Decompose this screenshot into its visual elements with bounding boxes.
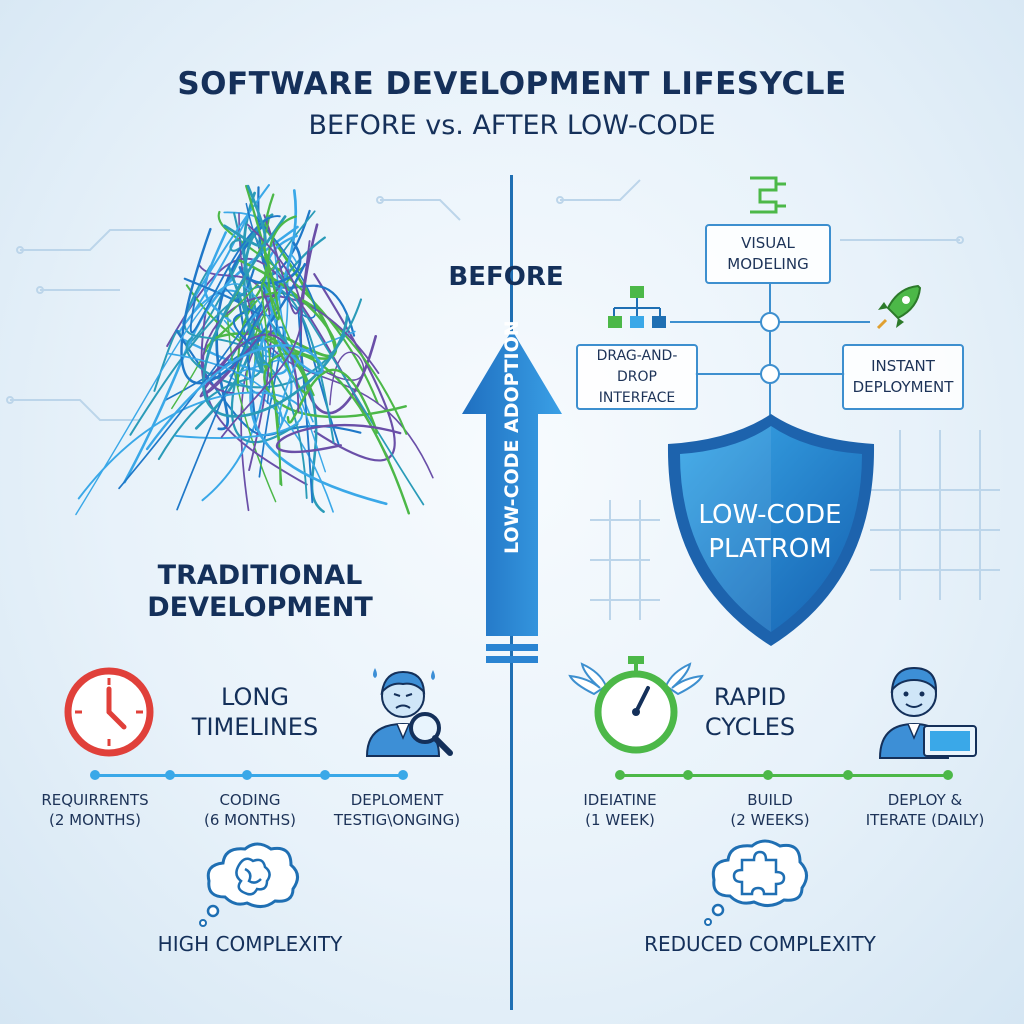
page-title: SOFTWARE DEVELOPMENT LIFESYCLE (177, 66, 847, 102)
tangle-strand (223, 184, 267, 248)
tangle-strand (248, 227, 425, 506)
tangle-strand (286, 368, 379, 434)
tangle-strand (75, 283, 327, 516)
before-label: BEFORE (448, 262, 564, 292)
tangle-strand (202, 333, 300, 413)
tangle-strand (223, 211, 314, 423)
left-timeline-dot (242, 770, 252, 780)
visual-modeling-line2: MODELING (727, 255, 809, 273)
tangle-strand (203, 231, 232, 323)
tangle-strand (238, 259, 338, 360)
timeline-step: DEPLOY & ITERATE (DAILY) (850, 790, 1000, 830)
circuit-chip-icon (750, 176, 786, 214)
timeline-step: BUILD (2 WEEKS) (710, 790, 830, 830)
reduced-complexity-label: REDUCED COMPLEXITY (644, 932, 876, 956)
rapid-cycles-line1: RAPID (713, 683, 787, 711)
timeline-step-line1: IDEIATINE (583, 791, 657, 809)
traditional-heading-line1: TRADITIONAL (157, 560, 363, 591)
brain-thought-icon (199, 842, 299, 927)
tangled-code-icon (75, 183, 434, 516)
timeline-step: DEPLOMENT TESTIG\ONGING) (322, 790, 472, 830)
tangle-strand (245, 202, 317, 319)
tangle-strand (194, 191, 256, 430)
arrow-label: LOW-CODE ADOPTION (500, 320, 524, 554)
instant-deployment-line1: INSTANT (871, 357, 935, 375)
timeline-step-line1: REQUIRRENTS (41, 791, 149, 809)
tangle-strand (263, 214, 311, 315)
timeline-step-line2: ITERATE (DAILY) (865, 811, 985, 829)
tangle-strand (275, 424, 402, 453)
drag-and-drop-line2: INTERFACE (598, 389, 676, 406)
left-timeline-dot (398, 770, 408, 780)
right-timeline-dot (843, 770, 853, 780)
developer-laptop-icon (878, 666, 977, 759)
left-timeline-dot (90, 770, 100, 780)
timeline-step-line2: (1 WEEK) (585, 811, 655, 829)
timeline-step-line1: DEPLOY & (887, 791, 963, 809)
timeline-step: CODING (6 MONTHS) (185, 790, 315, 830)
timeline-step-line2: (6 MONTHS) (204, 811, 296, 829)
instant-deployment-line2: DEPLOYMENT (852, 378, 954, 396)
timeline-step-line2: TESTIG\ONGING) (333, 811, 461, 829)
rapid-cycles-heading: RAPID CYCLES (690, 682, 810, 742)
frustrated-developer-icon (365, 668, 453, 757)
drag-and-drop-box: DRAG-AND-DROP INTERFACE (576, 344, 698, 410)
tangle-strand (220, 223, 303, 438)
instant-deployment-box: INSTANT DEPLOYMENT (842, 344, 964, 410)
long-timelines-line2: TIMELINES (191, 713, 319, 741)
timeline-step-line1: BUILD (747, 791, 793, 809)
tangle-strand (118, 303, 263, 511)
puzzle-thought-icon (704, 839, 808, 926)
rapid-cycles-line2: CYCLES (704, 713, 796, 741)
left-timeline-dot (320, 770, 330, 780)
connector-lines (670, 282, 870, 415)
right-timeline-dot (943, 770, 953, 780)
traditional-heading: TRADITIONAL DEVELOPMENT (110, 560, 410, 624)
long-timelines-line1: LONG (221, 683, 289, 711)
tangle-strand (202, 215, 349, 418)
adoption-arrow-icon (462, 330, 562, 663)
right-timeline-line (620, 774, 950, 777)
right-timeline-dot (763, 770, 773, 780)
long-timelines-heading: LONG TIMELINES (180, 682, 330, 742)
shield-icon (667, 414, 875, 646)
left-timeline-dot (165, 770, 175, 780)
rocket-icon (876, 284, 922, 330)
tangle-strand (245, 184, 297, 321)
drag-and-drop-line1: DRAG-AND-DROP (596, 347, 678, 385)
timeline-step: REQUIRRENTS (2 MONTHS) (30, 790, 160, 830)
hierarchy-icon (608, 286, 666, 328)
tangle-strand (249, 189, 388, 506)
timeline-step-line2: (2 MONTHS) (49, 811, 141, 829)
shield-label-line1: LOW-CODE (698, 500, 842, 530)
tangle-strand (145, 339, 324, 451)
shield-label-line2: PLATROM (708, 534, 832, 564)
timeline-step-line2: (2 WEEKS) (730, 811, 810, 829)
page-subtitle: BEFORE vs. AFTER LOW-CODE (308, 110, 716, 141)
right-timeline-dot (615, 770, 625, 780)
timeline-step-line1: CODING (219, 791, 281, 809)
tangle-strand (166, 349, 303, 426)
traditional-heading-line2: DEVELOPMENT (147, 592, 373, 623)
high-complexity-label: HIGH COMPLEXITY (157, 932, 343, 956)
clock-icon (64, 667, 154, 757)
visual-modeling-line1: VISUAL (741, 234, 795, 252)
timeline-step-line1: DEPLOMENT (350, 791, 444, 809)
shield-label: LOW-CODE PLATROM (680, 498, 860, 566)
stopwatch-icon (568, 656, 704, 754)
tangle-strand (77, 391, 304, 500)
right-timeline-dot (683, 770, 693, 780)
visual-modeling-box: VISUAL MODELING (705, 224, 831, 284)
timeline-step: IDEIATINE (1 WEEK) (560, 790, 680, 830)
tangle-strand (229, 233, 254, 252)
